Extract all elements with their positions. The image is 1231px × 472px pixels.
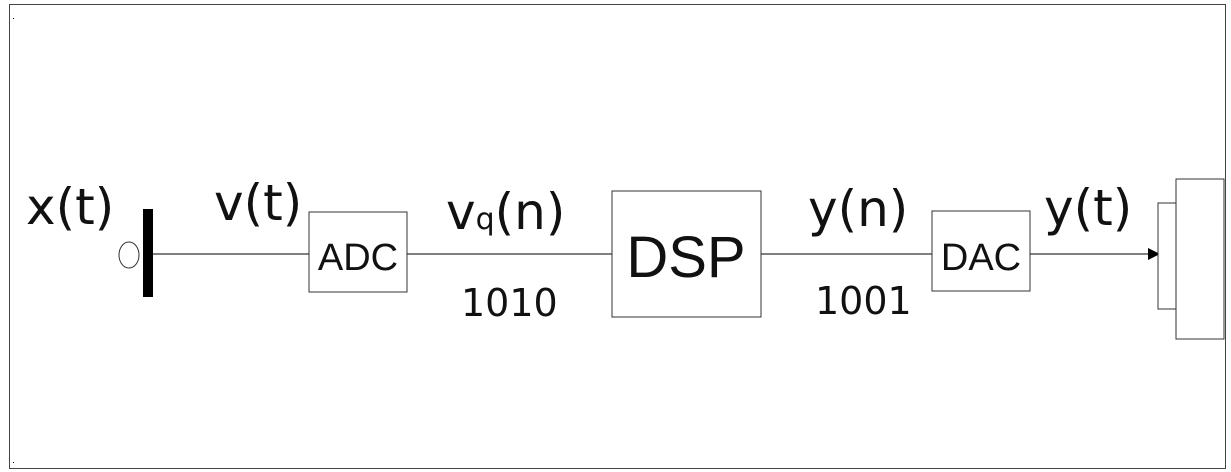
label-vq-arg: (n)	[495, 183, 566, 241]
speaker-icon	[1157, 178, 1225, 340]
label-vq-base: v	[446, 183, 476, 241]
label-vq-n: vq(n)	[446, 183, 565, 241]
label-x-t: x(t)	[26, 178, 114, 236]
adc-label: ADC	[318, 237, 398, 279]
arrow-head-icon	[1148, 248, 1160, 260]
dsp-label: DSP	[626, 225, 745, 290]
dsp-block: DSP	[611, 190, 762, 318]
label-y-n: y(n)	[808, 180, 908, 238]
dac-label: DAC	[941, 237, 1021, 279]
label-v-t: v(t)	[214, 174, 302, 232]
corner-mark-bottom	[13, 462, 14, 463]
dac-block: DAC	[931, 210, 1031, 292]
bits-adc-output: 1010	[461, 281, 558, 325]
microphone-icon	[118, 209, 153, 297]
label-y-t: y(t)	[1044, 179, 1132, 237]
diagram-frame	[9, 4, 1226, 469]
bits-dsp-output: 1001	[815, 279, 912, 323]
corner-mark-top	[13, 18, 14, 19]
label-vq-sub: q	[476, 202, 495, 237]
adc-block: ADC	[308, 211, 408, 293]
